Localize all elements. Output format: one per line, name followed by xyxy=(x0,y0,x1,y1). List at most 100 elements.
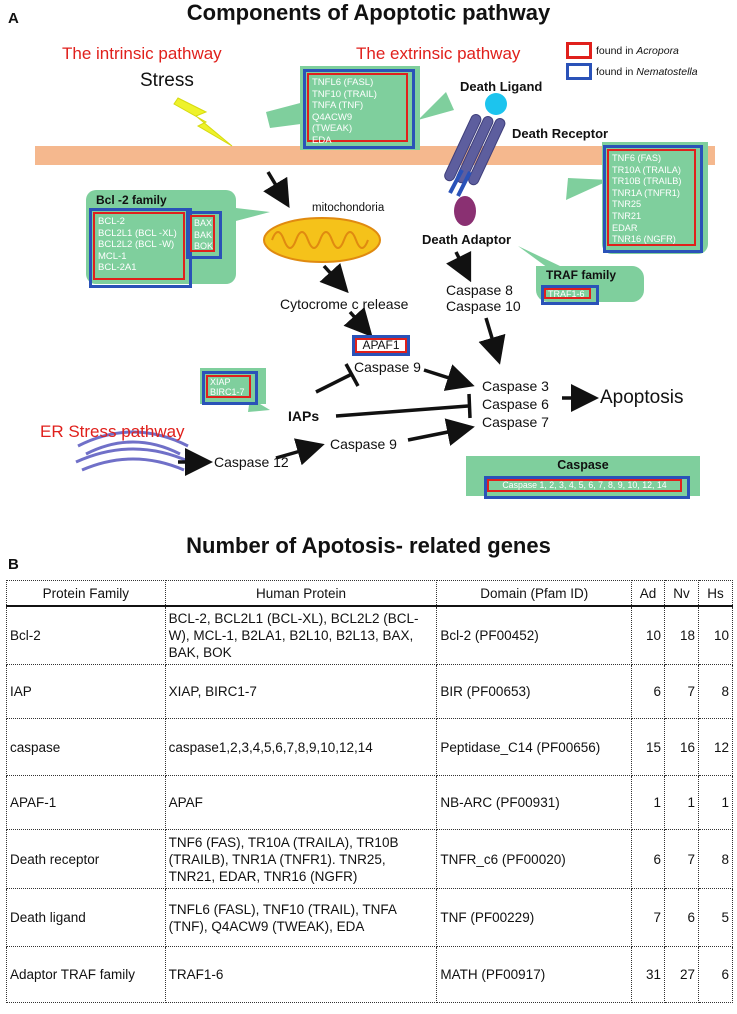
bcl2-family-title: Bcl -2 family xyxy=(96,193,167,207)
cell-protein: TNF6 (FAS), TR10A (TRAILA), TR10B (TRAIL… xyxy=(164,829,438,889)
table-row: Bcl-2 BCL-2, BCL2L1 (BCL-XL), BCL2L2 (BC… xyxy=(6,606,734,665)
ligand-callout xyxy=(300,66,420,150)
header-hs: Hs xyxy=(697,580,734,607)
panel-a-title: Components of Apoptotic pathway xyxy=(186,0,551,25)
cell-family: Adaptor TRAF family xyxy=(6,946,166,1003)
panel-a-letter: A xyxy=(8,10,19,27)
cell-domain: Bcl-2 (PF00452) xyxy=(436,606,633,665)
cell-protein: TNFL6 (FASL), TNF10 (TRAIL), TNFA (TNF),… xyxy=(164,888,438,947)
cell-hs: 5 xyxy=(697,888,734,947)
cell-domain: NB-ARC (PF00931) xyxy=(436,775,633,830)
cell-ad: 10 xyxy=(631,606,666,665)
caspase9-bottom-label: Caspase 9 xyxy=(330,436,397,452)
ligand-gene-list: TNFL6 (FASL) TNF10 (TRAIL) TNFA (TNF) Q4… xyxy=(307,73,408,146)
cell-protein: BCL-2, BCL2L1 (BCL-XL), BCL2L2 (BCL-W), … xyxy=(164,606,438,665)
table-row: IAP XIAP, BIRC1-7 BIR (PF00653) 6 7 8 xyxy=(6,664,734,719)
iap-gene-list: XIAP BIRC1-7 xyxy=(206,375,251,398)
cell-hs: 10 xyxy=(697,606,734,665)
cell-domain: TNFR_c6 (PF00020) xyxy=(436,829,633,889)
cell-ad: 6 xyxy=(631,829,666,889)
legend-nematostella: found in Nematostella xyxy=(596,66,698,78)
caspase3-label: Caspase 3 xyxy=(482,378,549,394)
cell-ad: 15 xyxy=(631,718,666,776)
legend-acropora-swatch xyxy=(566,42,592,59)
traf-gene-list: TRAF1-6 xyxy=(544,288,591,299)
ligand-nematostella-frame xyxy=(303,69,415,149)
header-protein-family: Protein Family xyxy=(6,580,166,607)
traf-family-title: TRAF family xyxy=(546,268,617,282)
death-ligand-label: Death Ligand xyxy=(460,79,543,94)
cell-nv: 7 xyxy=(664,664,699,719)
table-row: Adaptor TRAF family TRAF1-6 MATH (PF0091… xyxy=(6,946,734,1003)
apoptosis-label: Apoptosis xyxy=(600,387,684,408)
cell-nv: 7 xyxy=(664,829,699,889)
stress-lightning-icon xyxy=(173,97,233,147)
cell-ad: 6 xyxy=(631,664,666,719)
cell-hs: 6 xyxy=(697,946,734,1003)
cell-ad: 7 xyxy=(631,888,666,947)
bax-gene-list: BAX BAK BOK xyxy=(190,215,215,252)
caspase12-label: Caspase 12 xyxy=(214,454,289,470)
receptor-nematostella-frame xyxy=(603,145,703,253)
panel-b-letter: B xyxy=(8,556,19,573)
cell-family: Death receptor xyxy=(6,829,166,889)
cell-family: caspase xyxy=(6,718,166,776)
cell-ad: 1 xyxy=(631,775,666,830)
iap-nematostella-frame xyxy=(202,371,258,405)
cell-family: Bcl-2 xyxy=(6,606,166,665)
caspase10-label: Caspase 10 xyxy=(446,298,521,314)
stress-label: Stress xyxy=(140,70,194,91)
cell-ad: 31 xyxy=(631,946,666,1003)
legend-acropora: found in Acropora xyxy=(596,45,679,57)
bcl2-gene-list: BCL-2 BCL2L1 (BCL -XL) BCL2L2 (BCL -W) M… xyxy=(93,212,185,280)
cell-family: IAP xyxy=(6,664,166,719)
cell-domain: Peptidase_C14 (PF00656) xyxy=(436,718,633,776)
cell-domain: TNF (PF00229) xyxy=(436,888,633,947)
apaf1-nematostella-frame xyxy=(352,335,410,356)
pathway-graphics xyxy=(35,92,715,476)
cell-hs: 1 xyxy=(697,775,734,830)
header-nv: Nv xyxy=(664,580,699,607)
panel-b-title: Number of Apotosis- related genes xyxy=(186,533,551,558)
cell-nv: 18 xyxy=(664,606,699,665)
caspase-gene-list: Caspase 1, 2, 3, 4, 5, 6, 7, 8, 9, 10, 1… xyxy=(487,479,682,492)
header-ad: Ad xyxy=(631,580,666,607)
cell-nv: 27 xyxy=(664,946,699,1003)
cell-hs: 8 xyxy=(697,664,734,719)
cell-membrane xyxy=(35,146,715,165)
table-header-row: Protein Family Human Protein Domain (Pfa… xyxy=(6,580,734,607)
bcl2-callout xyxy=(86,190,236,284)
iaps-label: IAPs xyxy=(288,408,320,424)
bax-nematostella-frame xyxy=(186,211,222,259)
caspase-title: Caspase xyxy=(557,458,609,472)
table-row: APAF-1 APAF NB-ARC (PF00931) 1 1 1 xyxy=(6,775,734,830)
death-receptor-icon xyxy=(444,114,506,186)
header-domain: Domain (Pfam ID) xyxy=(436,580,633,607)
caspase7-label: Caspase 7 xyxy=(482,414,549,430)
mitochondria-icon xyxy=(263,217,381,263)
cell-family: Death ligand xyxy=(6,888,166,947)
cell-family: APAF-1 xyxy=(6,775,166,830)
death-adaptor-icon xyxy=(454,196,476,226)
cell-nv: 16 xyxy=(664,718,699,776)
cell-domain: BIR (PF00653) xyxy=(436,664,633,719)
caspase9-top-label: Caspase 9 xyxy=(354,359,421,375)
cytochrome-label: Cytocrome c release xyxy=(280,296,409,312)
table-row: Death receptor TNF6 (FAS), TR10A (TRAILA… xyxy=(6,829,734,889)
cell-protein: XIAP, BIRC1-7 xyxy=(164,664,438,719)
cell-protein: APAF xyxy=(164,775,438,830)
death-ligand-icon xyxy=(485,93,507,115)
caspase6-label: Caspase 6 xyxy=(482,396,549,412)
cell-domain: MATH (PF00917) xyxy=(436,946,633,1003)
table-row: Death ligand TNFL6 (FASL), TNF10 (TRAIL)… xyxy=(6,888,734,947)
death-receptor-label: Death Receptor xyxy=(512,126,609,141)
er-icon xyxy=(75,430,191,472)
receptor-gene-list: TNF6 (FAS) TR10A (TRAILA) TR10B (TRAILB)… xyxy=(607,149,696,246)
table-row: caspase caspase1,2,3,4,5,6,7,8,9,10,12,1… xyxy=(6,718,734,776)
mitochondria-label: mitochondoria xyxy=(312,202,385,214)
legend-nematostella-swatch xyxy=(566,63,592,80)
intrinsic-pathway-label: The intrinsic pathway xyxy=(62,44,222,63)
apaf1-box: APAF1 xyxy=(355,338,407,353)
receptor-callout xyxy=(602,142,708,254)
extrinsic-pathway-label: The extrinsic pathway xyxy=(356,44,521,63)
